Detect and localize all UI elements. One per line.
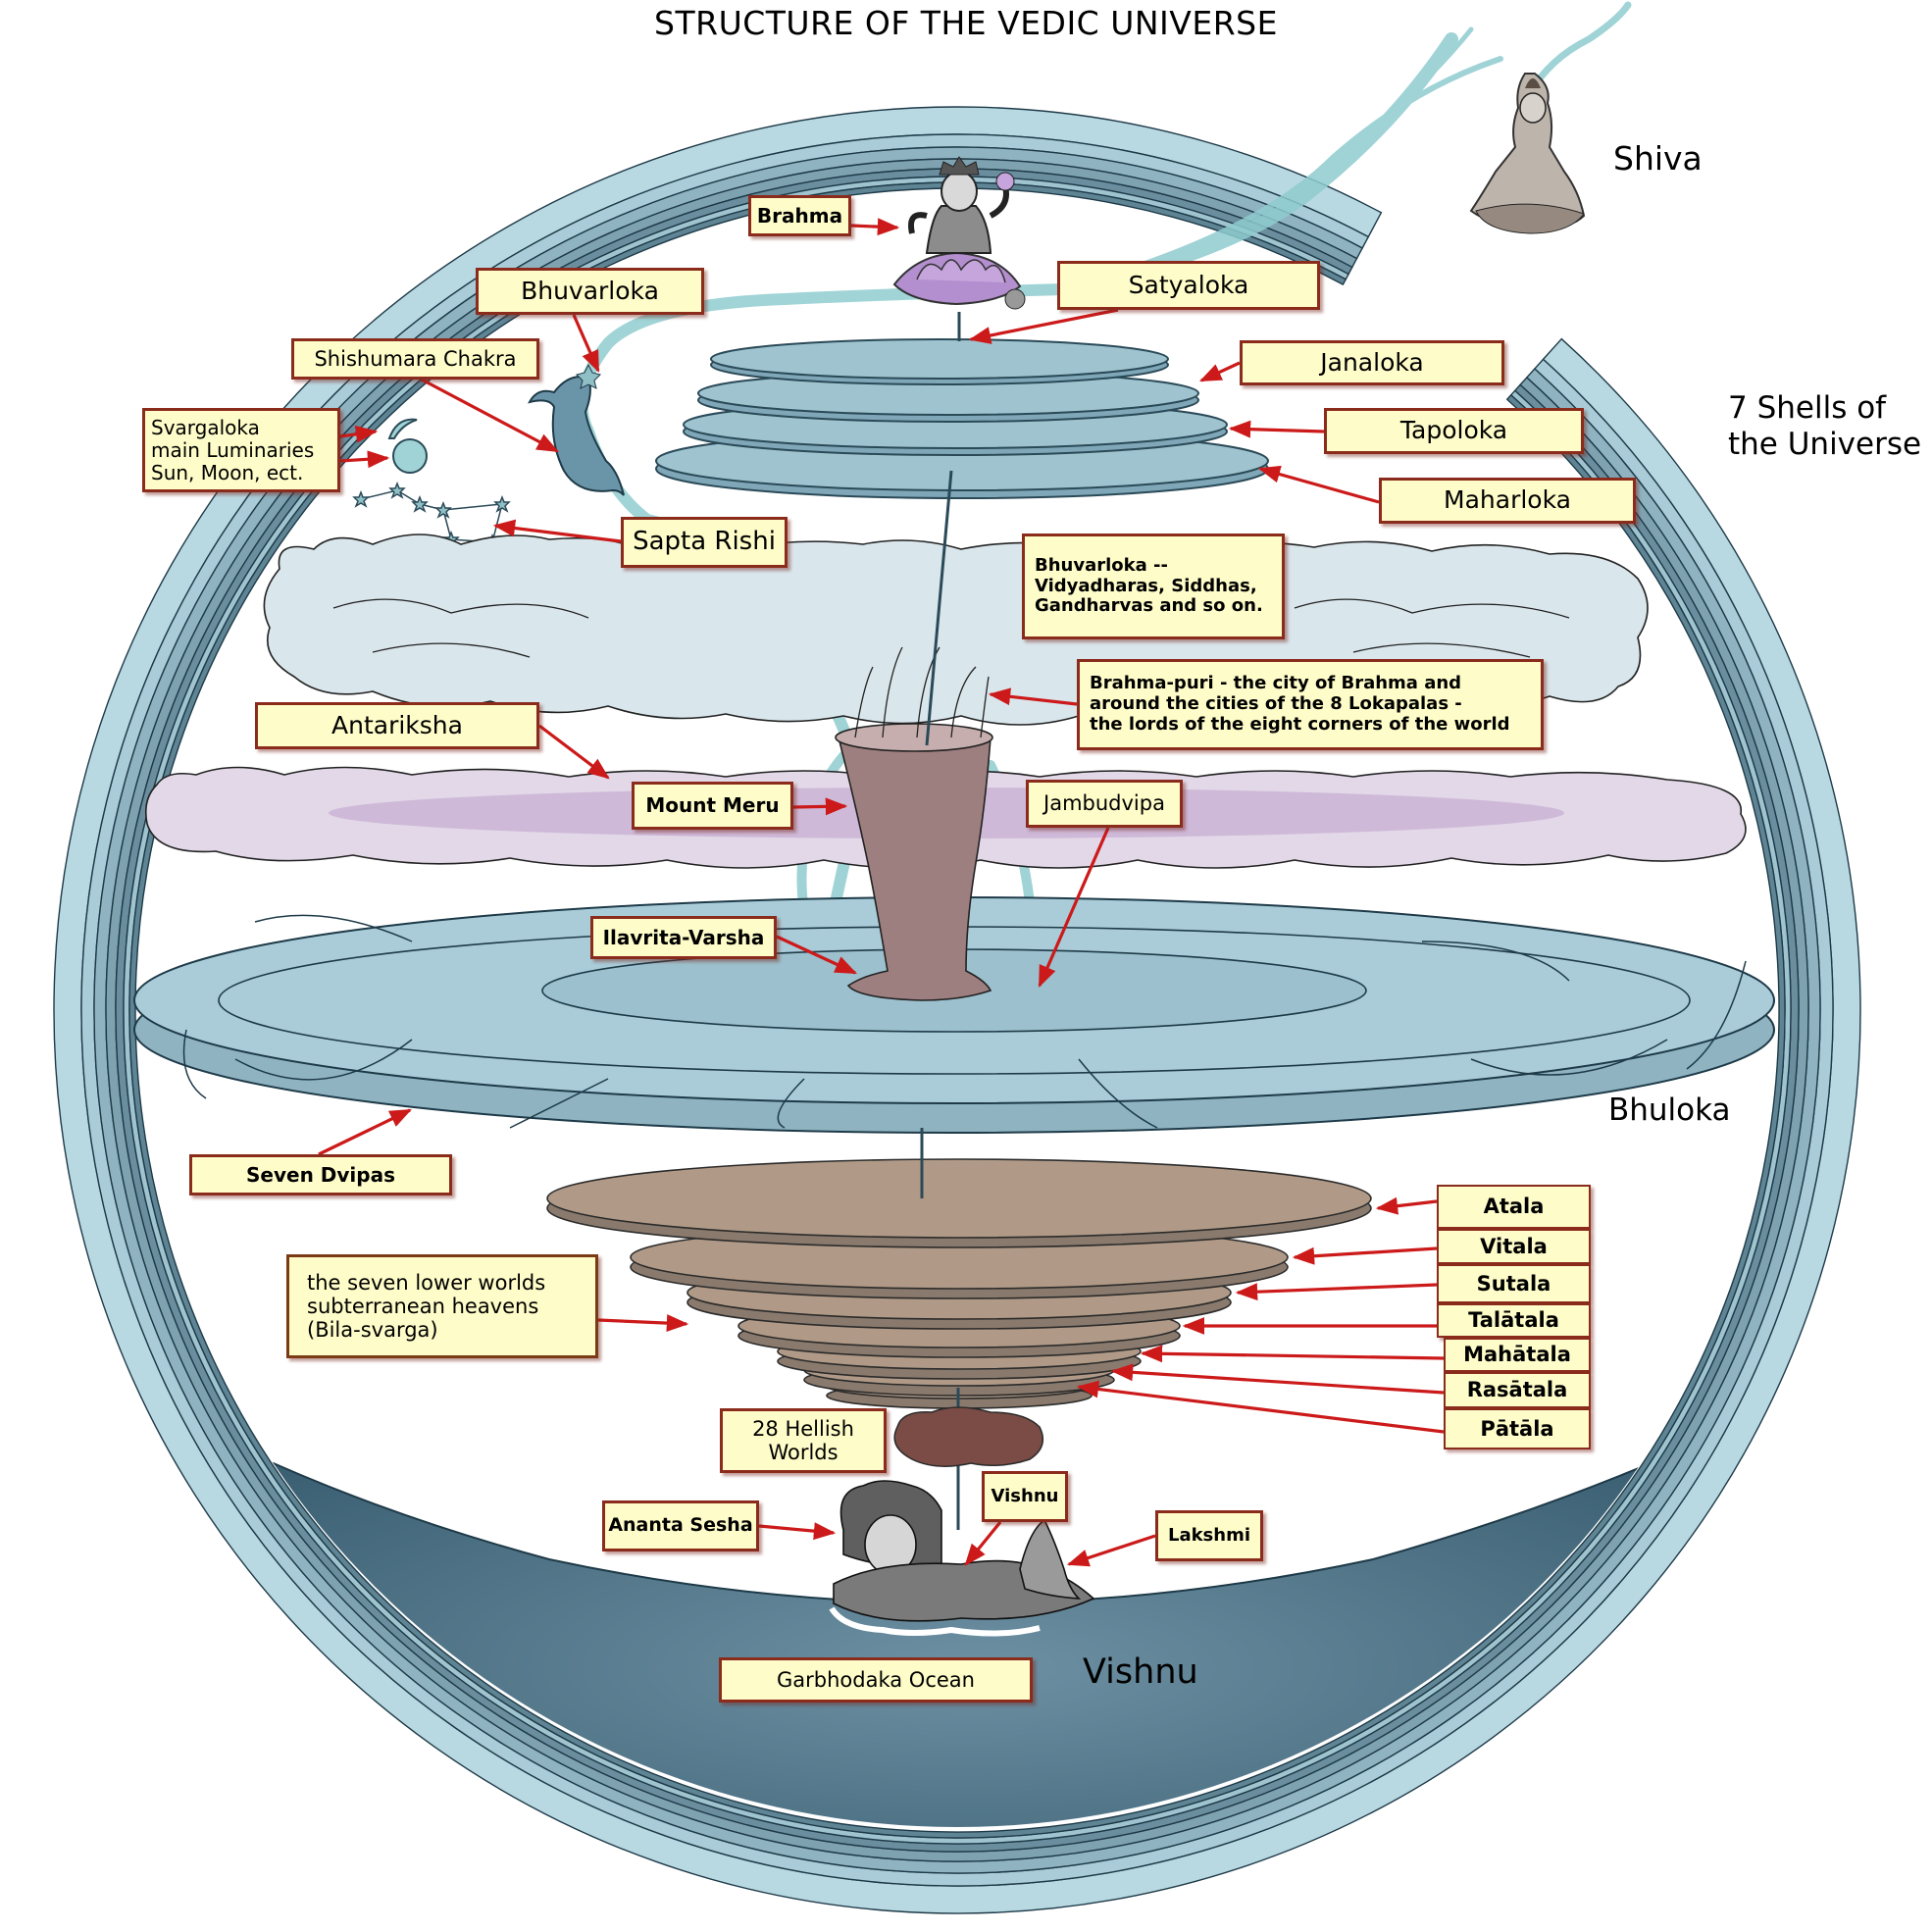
label-bhuvarloka: Bhuvarloka [476, 268, 704, 315]
label-lower-world: Mahātala [1444, 1338, 1591, 1372]
vishnu-label: Vishnu [1083, 1652, 1198, 1692]
pointer-arrow [1140, 1345, 1445, 1363]
label-tapoloka: Tapoloka [1324, 408, 1584, 454]
vishnu-ananta-figure [829, 1480, 1095, 1637]
upper-lokas-stack [655, 312, 1269, 499]
label-lower-world: Rasātala [1444, 1372, 1591, 1408]
pointer-arrow [538, 724, 610, 780]
label-bhuvarloka-description: Bhuvarloka -- Vidyadharas, Siddhas, Gand… [1022, 534, 1285, 639]
bhuloka-disc [133, 896, 1775, 1134]
lower-worlds-stack [546, 1158, 1372, 1409]
label-brahma: Brahma [748, 195, 851, 236]
hellish-worlds-cloud [893, 1406, 1044, 1467]
seven-shells-label: 7 Shells of the Universe [1728, 390, 1922, 463]
star-icon [493, 494, 511, 513]
label-sapta-rishi: Sapta Rishi [621, 517, 788, 568]
label-satyaloka: Satyaloka [1057, 261, 1320, 310]
seven-shells-ring [53, 106, 1861, 1914]
pointer-arrow [492, 519, 622, 543]
label-shishumara-chakra: Shishumara Chakra [291, 338, 539, 380]
brahma-figure [892, 156, 1026, 310]
pointer-arrow [1110, 1363, 1445, 1395]
lower-world-disc [546, 1158, 1372, 1239]
label-lower-world: Sutala [1437, 1264, 1591, 1303]
star-icon [388, 481, 406, 499]
pointer-arrow [318, 1108, 413, 1156]
pointer-arrow [1292, 1246, 1438, 1265]
pointer-arrow [776, 935, 858, 975]
label-brahma-puri: Brahma-puri - the city of Brahma and aro… [1077, 659, 1544, 750]
shell-band [128, 181, 1786, 1839]
pointer-arrow [1038, 827, 1110, 989]
pointer-arrow [1228, 420, 1325, 438]
shiva-figure [1469, 73, 1586, 234]
pointer-arrow [421, 378, 559, 453]
label-antariksha: Antariksha [255, 702, 539, 749]
label-vishnu: Vishnu [982, 1471, 1068, 1522]
pointer-arrow [597, 1314, 689, 1333]
pointer-arrow [1076, 1380, 1445, 1434]
star-icon [411, 494, 429, 513]
luminaries [387, 418, 428, 474]
label-maharloka: Maharloka [1379, 478, 1636, 524]
pointer-arrow [339, 450, 390, 469]
pointer-arrow [1235, 1283, 1438, 1301]
pointer-arrow [1257, 465, 1380, 504]
pointer-arrow [758, 1522, 837, 1541]
label-svargaloka: Svargaloka main Luminaries Sun, Moon, ec… [142, 408, 340, 492]
label-lower-world: Vitala [1437, 1229, 1591, 1264]
shishumara-dolphin [528, 363, 625, 496]
diagram-title: STRUCTURE OF THE VEDIC UNIVERSE [654, 4, 1278, 42]
label-lakshmi: Lakshmi [1155, 1510, 1263, 1561]
label-garbhodaka-ocean: Garbhodaka Ocean [719, 1657, 1033, 1703]
label-seven-dvipas: Seven Dvipas [189, 1154, 452, 1195]
pointer-arrow [1375, 1196, 1438, 1215]
label-ilavrita-varsha: Ilavrita-Varsha [590, 916, 777, 959]
bhuloka-label: Bhuloka [1608, 1093, 1731, 1128]
label-28-hellish-worlds: 28 Hellish Worlds [720, 1408, 887, 1473]
sun-icon [392, 438, 428, 474]
moon-icon [387, 418, 418, 439]
label-janaloka: Janaloka [1240, 340, 1504, 385]
pointer-arrow [792, 797, 848, 816]
pointer-arrow [572, 314, 600, 374]
pointer-arrow [1066, 1534, 1156, 1567]
pointer-arrow [964, 1520, 1002, 1566]
label-lower-world: Pātāla [1444, 1408, 1591, 1449]
label-lower-world: Atala [1437, 1185, 1591, 1229]
label-jambudvipa: Jambudvipa [1026, 780, 1183, 828]
star-icon [434, 500, 452, 519]
pointer-arrow [1198, 361, 1241, 382]
pointer-arrow [850, 218, 900, 236]
label-lower-world: Talātala [1437, 1303, 1591, 1338]
mount-meru [835, 470, 993, 1001]
label-seven-lower-worlds: the seven lower worlds subterranean heav… [286, 1254, 598, 1358]
shiva-label: Shiva [1613, 139, 1703, 178]
pointer-arrow [339, 425, 379, 443]
star-icon [352, 489, 370, 508]
label-arrows [318, 218, 1445, 1567]
pointer-arrow [988, 687, 1078, 706]
pointer-arrow [968, 308, 1119, 344]
label-mount-meru: Mount Meru [632, 782, 793, 830]
label-ananta-sesha: Ananta Sesha [602, 1500, 759, 1551]
